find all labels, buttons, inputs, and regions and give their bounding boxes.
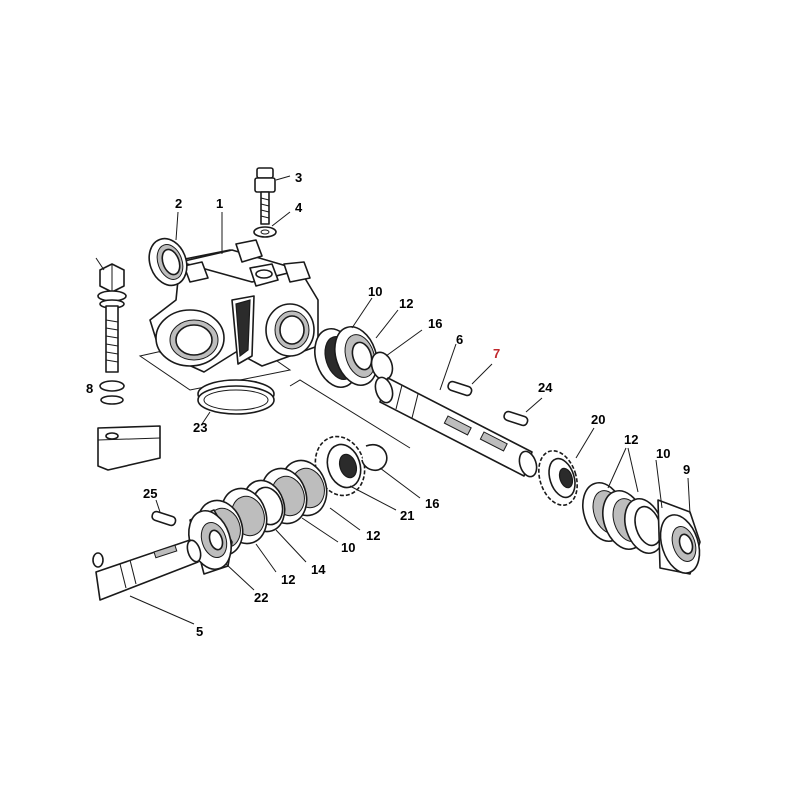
callout-20: 20: [591, 412, 605, 427]
seal-ring: [148, 211, 188, 287]
bevel-gear-center: [314, 435, 397, 511]
bevel-gear-right: [538, 427, 595, 507]
key-shaft: [503, 397, 543, 427]
callout-14: 14: [311, 562, 326, 577]
callout-12-lower: 12: [281, 572, 295, 587]
lower-bearing-set: [188, 459, 361, 591]
callout-23: 23: [193, 420, 207, 435]
callout-3: 3: [295, 170, 302, 185]
callout-10-upper: 10: [368, 284, 382, 299]
callout-12-center: 12: [366, 528, 380, 543]
callout-24: 24: [538, 380, 553, 395]
callout-7: 7: [493, 346, 500, 361]
callout-6: 6: [456, 332, 463, 347]
callout-labels: 1 2 3 4 5 6 7 8 9 10 10 10 12 12 12 12 1…: [86, 170, 690, 639]
callout-8: 8: [86, 381, 93, 396]
callout-10-lower: 10: [341, 540, 355, 555]
callout-5: 5: [196, 624, 203, 639]
bolt-assembly: [95, 257, 161, 471]
key-lower: [151, 499, 177, 527]
right-bearing-set: [582, 447, 701, 575]
callout-22: 22: [254, 590, 268, 605]
callout-2: 2: [175, 196, 182, 211]
upper-shaft: [374, 343, 538, 478]
upper-bearing-set: [314, 297, 423, 388]
key-highlighted: [447, 363, 493, 397]
callout-25: 25: [143, 486, 157, 501]
vent-screw: [254, 167, 291, 225]
callout-16-upper: 16: [428, 316, 442, 331]
callout-10-right: 10: [656, 446, 670, 461]
callout-16-lower: 16: [425, 496, 439, 511]
callout-9: 9: [683, 462, 690, 477]
callout-4: 4: [295, 200, 303, 215]
o-ring: [197, 379, 275, 425]
callout-1: 1: [216, 196, 223, 211]
callout-12-upper: 12: [399, 296, 413, 311]
gear-housing: [138, 212, 319, 391]
callout-12-right: 12: [624, 432, 638, 447]
circlip: [361, 443, 421, 499]
lower-shaft: [92, 539, 202, 625]
callout-21: 21: [400, 508, 414, 523]
washer: [253, 211, 291, 238]
